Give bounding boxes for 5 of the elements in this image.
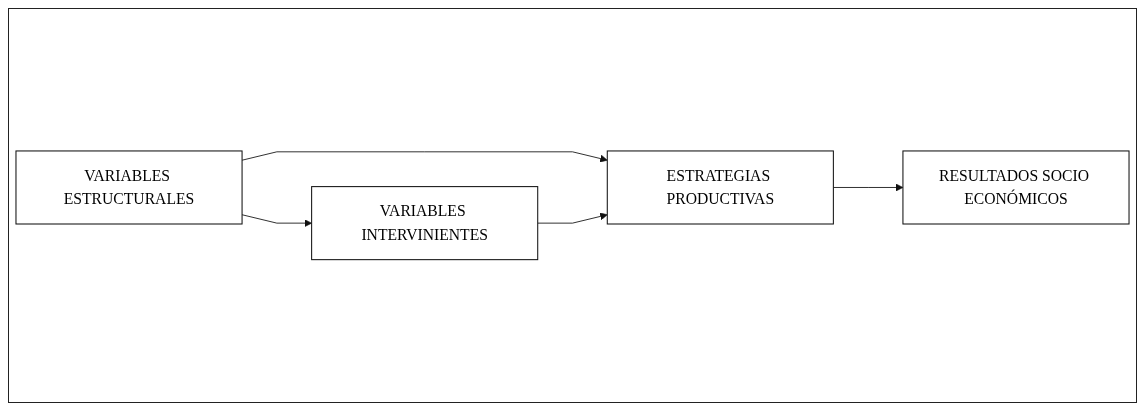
node-box xyxy=(311,186,539,261)
diagram-frame: VARIABLES ESTRUCTURALES ESTRATEGIAS PRODUCTIVAS RESULTADOS SOCIO ECONÓMICOS VARIABLES INTERVINIENTES xyxy=(8,8,1137,403)
node-box xyxy=(606,150,834,225)
node-box xyxy=(15,150,243,225)
node-box xyxy=(902,150,1130,225)
